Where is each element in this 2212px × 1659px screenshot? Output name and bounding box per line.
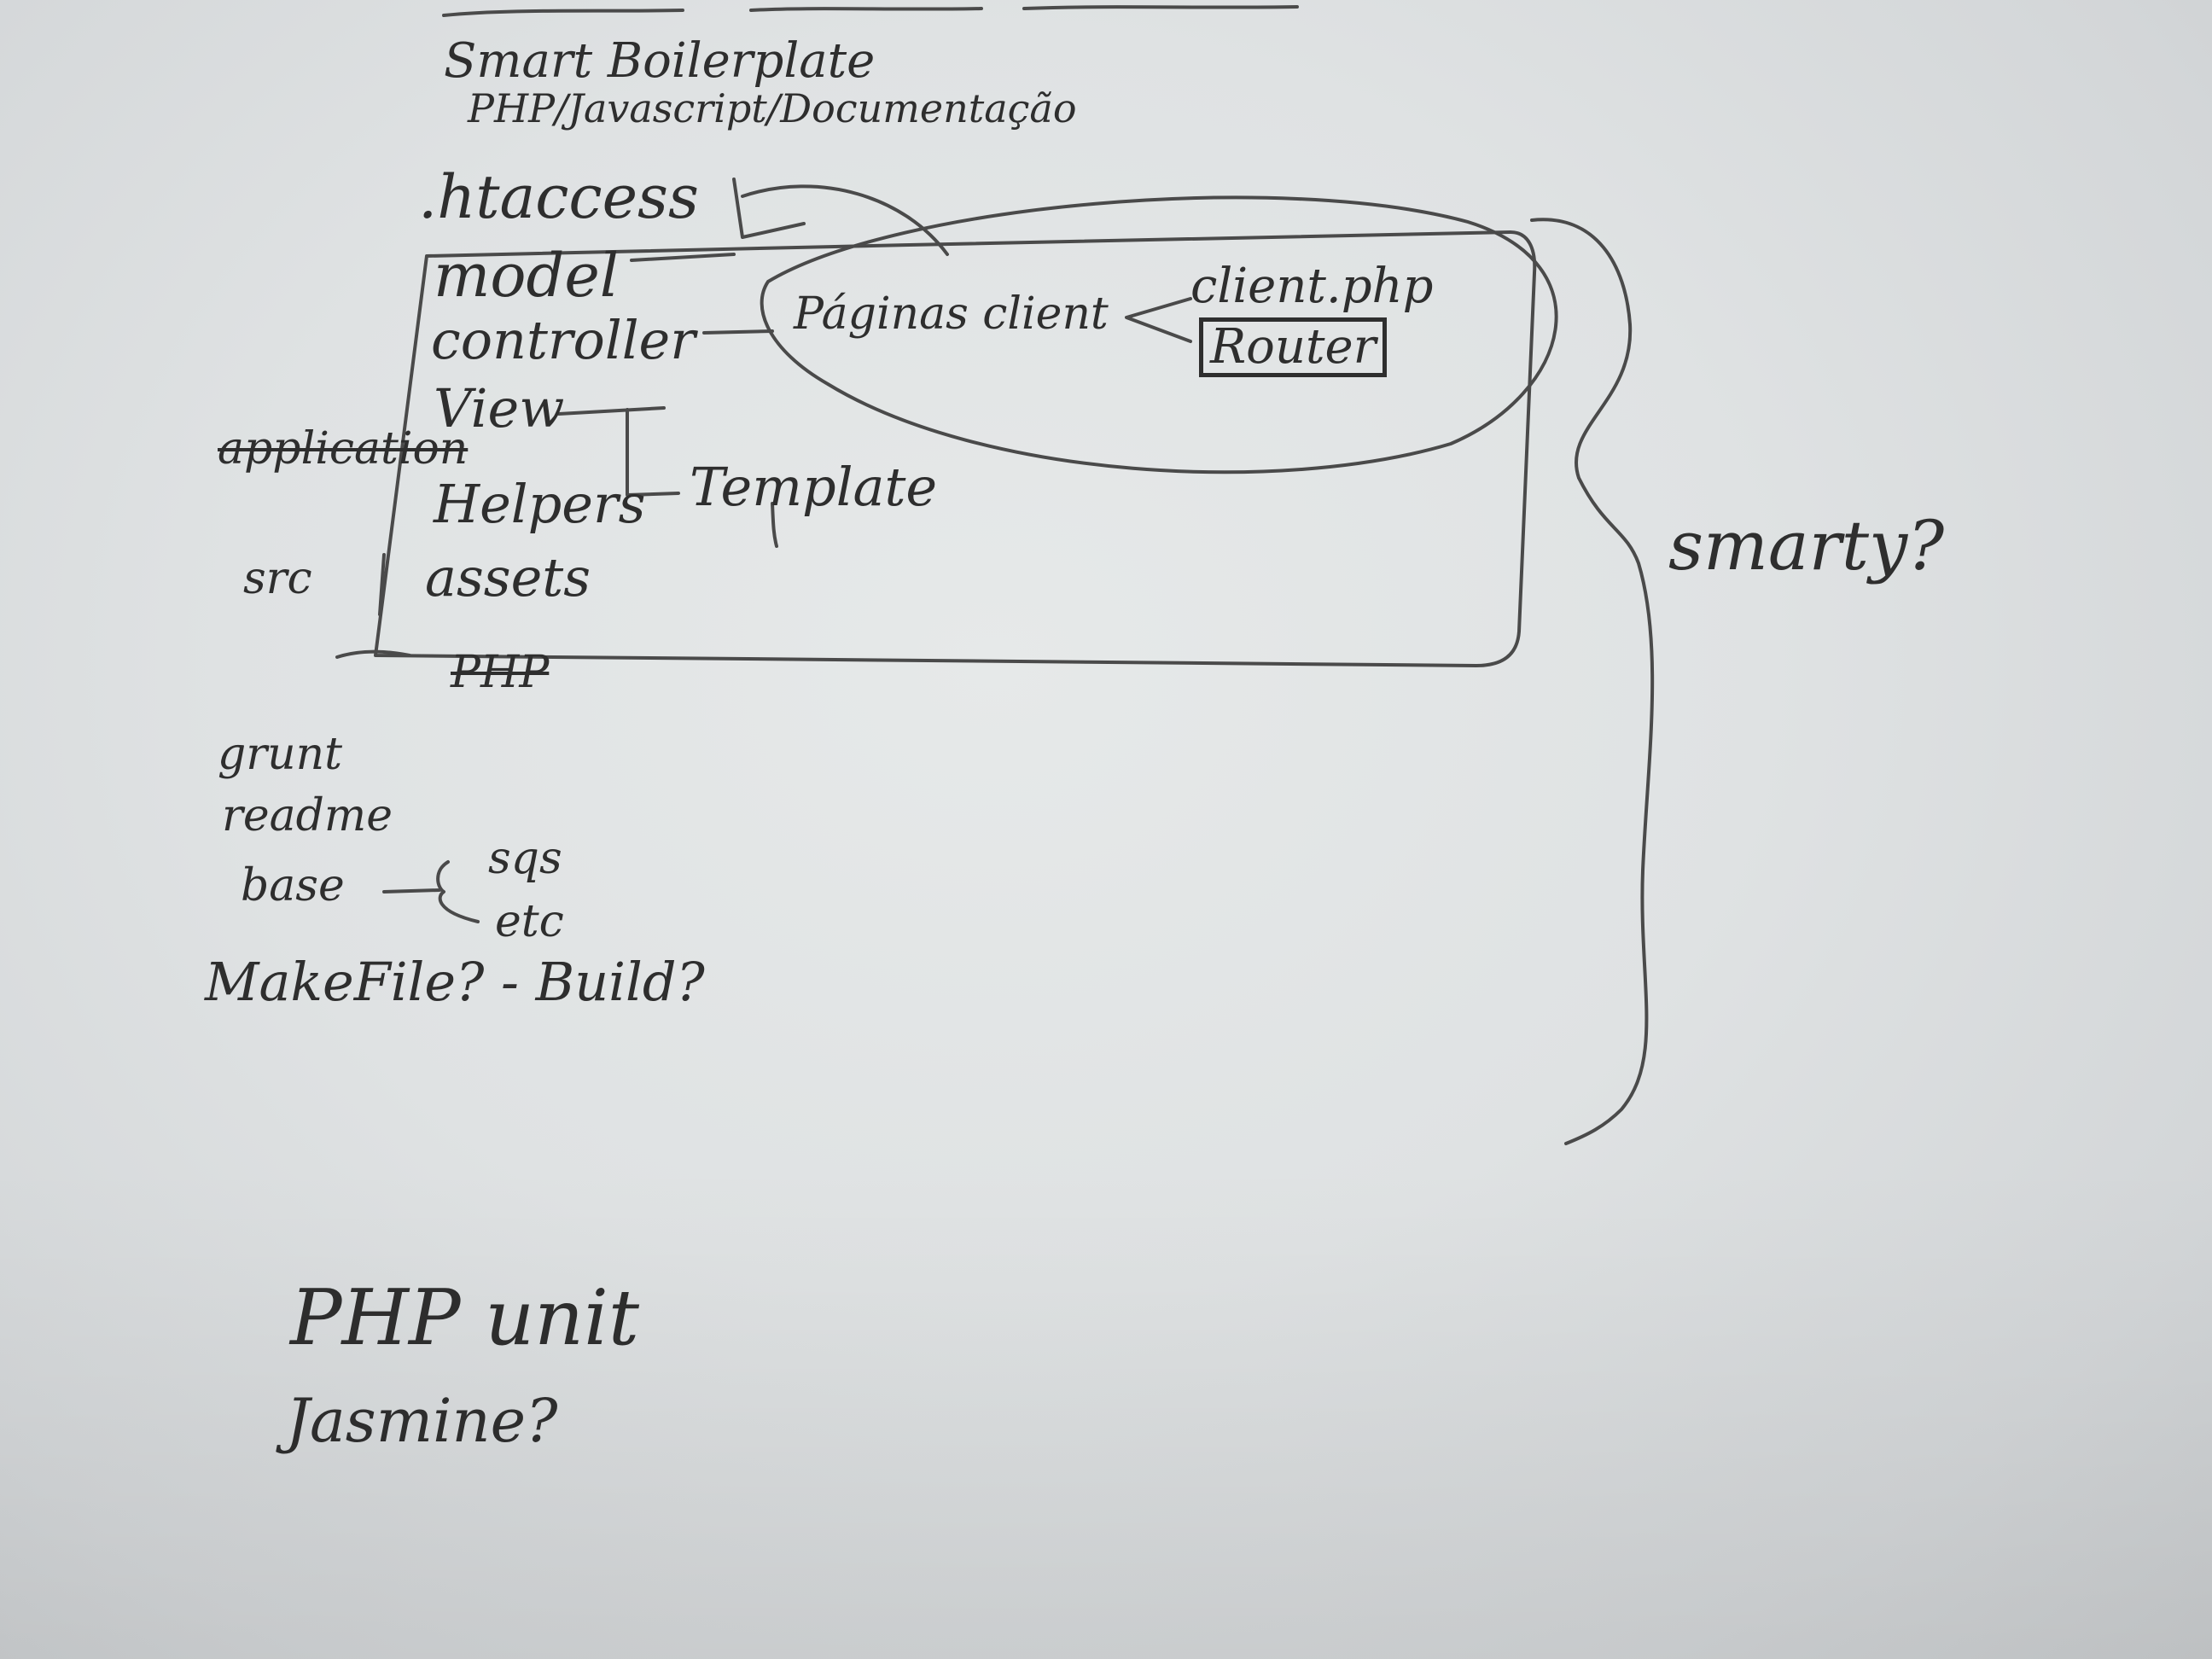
src-label: src bbox=[243, 553, 312, 604]
src-tick bbox=[378, 553, 386, 616]
top-cutoff-scribble bbox=[442, 5, 1299, 17]
application-struck-label: application bbox=[218, 423, 469, 474]
assets-label: assets bbox=[425, 546, 591, 608]
php-label: PHP bbox=[451, 647, 550, 698]
controller-label: controller bbox=[431, 309, 696, 371]
base-brace bbox=[382, 860, 480, 923]
helpers-label: Helpers bbox=[434, 473, 646, 535]
makefile-label: MakeFile? - Build? bbox=[205, 951, 705, 1013]
subheader-line: PHP/Javascript/Documentação bbox=[468, 85, 1077, 131]
jasmine-label: Jasmine? bbox=[286, 1386, 558, 1456]
controller-connector bbox=[702, 329, 774, 335]
etc-label: etc bbox=[495, 896, 564, 947]
model-label: model bbox=[434, 241, 620, 311]
helpers-underline bbox=[771, 502, 778, 548]
grunt-label: grunt bbox=[218, 729, 343, 780]
router-arrow bbox=[1125, 297, 1192, 343]
htaccess-connector bbox=[732, 178, 949, 256]
model-connector bbox=[630, 253, 736, 262]
php-unit-label: PHP unit bbox=[290, 1273, 640, 1363]
sqs-label: sqs bbox=[488, 833, 562, 884]
client-ellipse bbox=[760, 195, 1558, 474]
base-label: base bbox=[241, 860, 345, 911]
htaccess-label: .htaccess bbox=[418, 162, 699, 232]
router-label: Router bbox=[1199, 317, 1388, 377]
template-label: Template bbox=[690, 456, 938, 518]
src-box-outline bbox=[374, 230, 1537, 667]
client-php-label: client.php bbox=[1190, 259, 1434, 314]
readme-label: readme bbox=[222, 790, 393, 841]
header-line: Smart Boilerplate bbox=[444, 33, 876, 89]
view-label: View bbox=[434, 377, 565, 439]
paginas-client-label: Páginas client bbox=[794, 288, 1109, 340]
php-hook bbox=[335, 649, 411, 659]
template-bracket bbox=[557, 406, 680, 497]
smarty-brace bbox=[1530, 218, 1655, 1145]
smarty-label: smarty? bbox=[1668, 506, 1945, 585]
